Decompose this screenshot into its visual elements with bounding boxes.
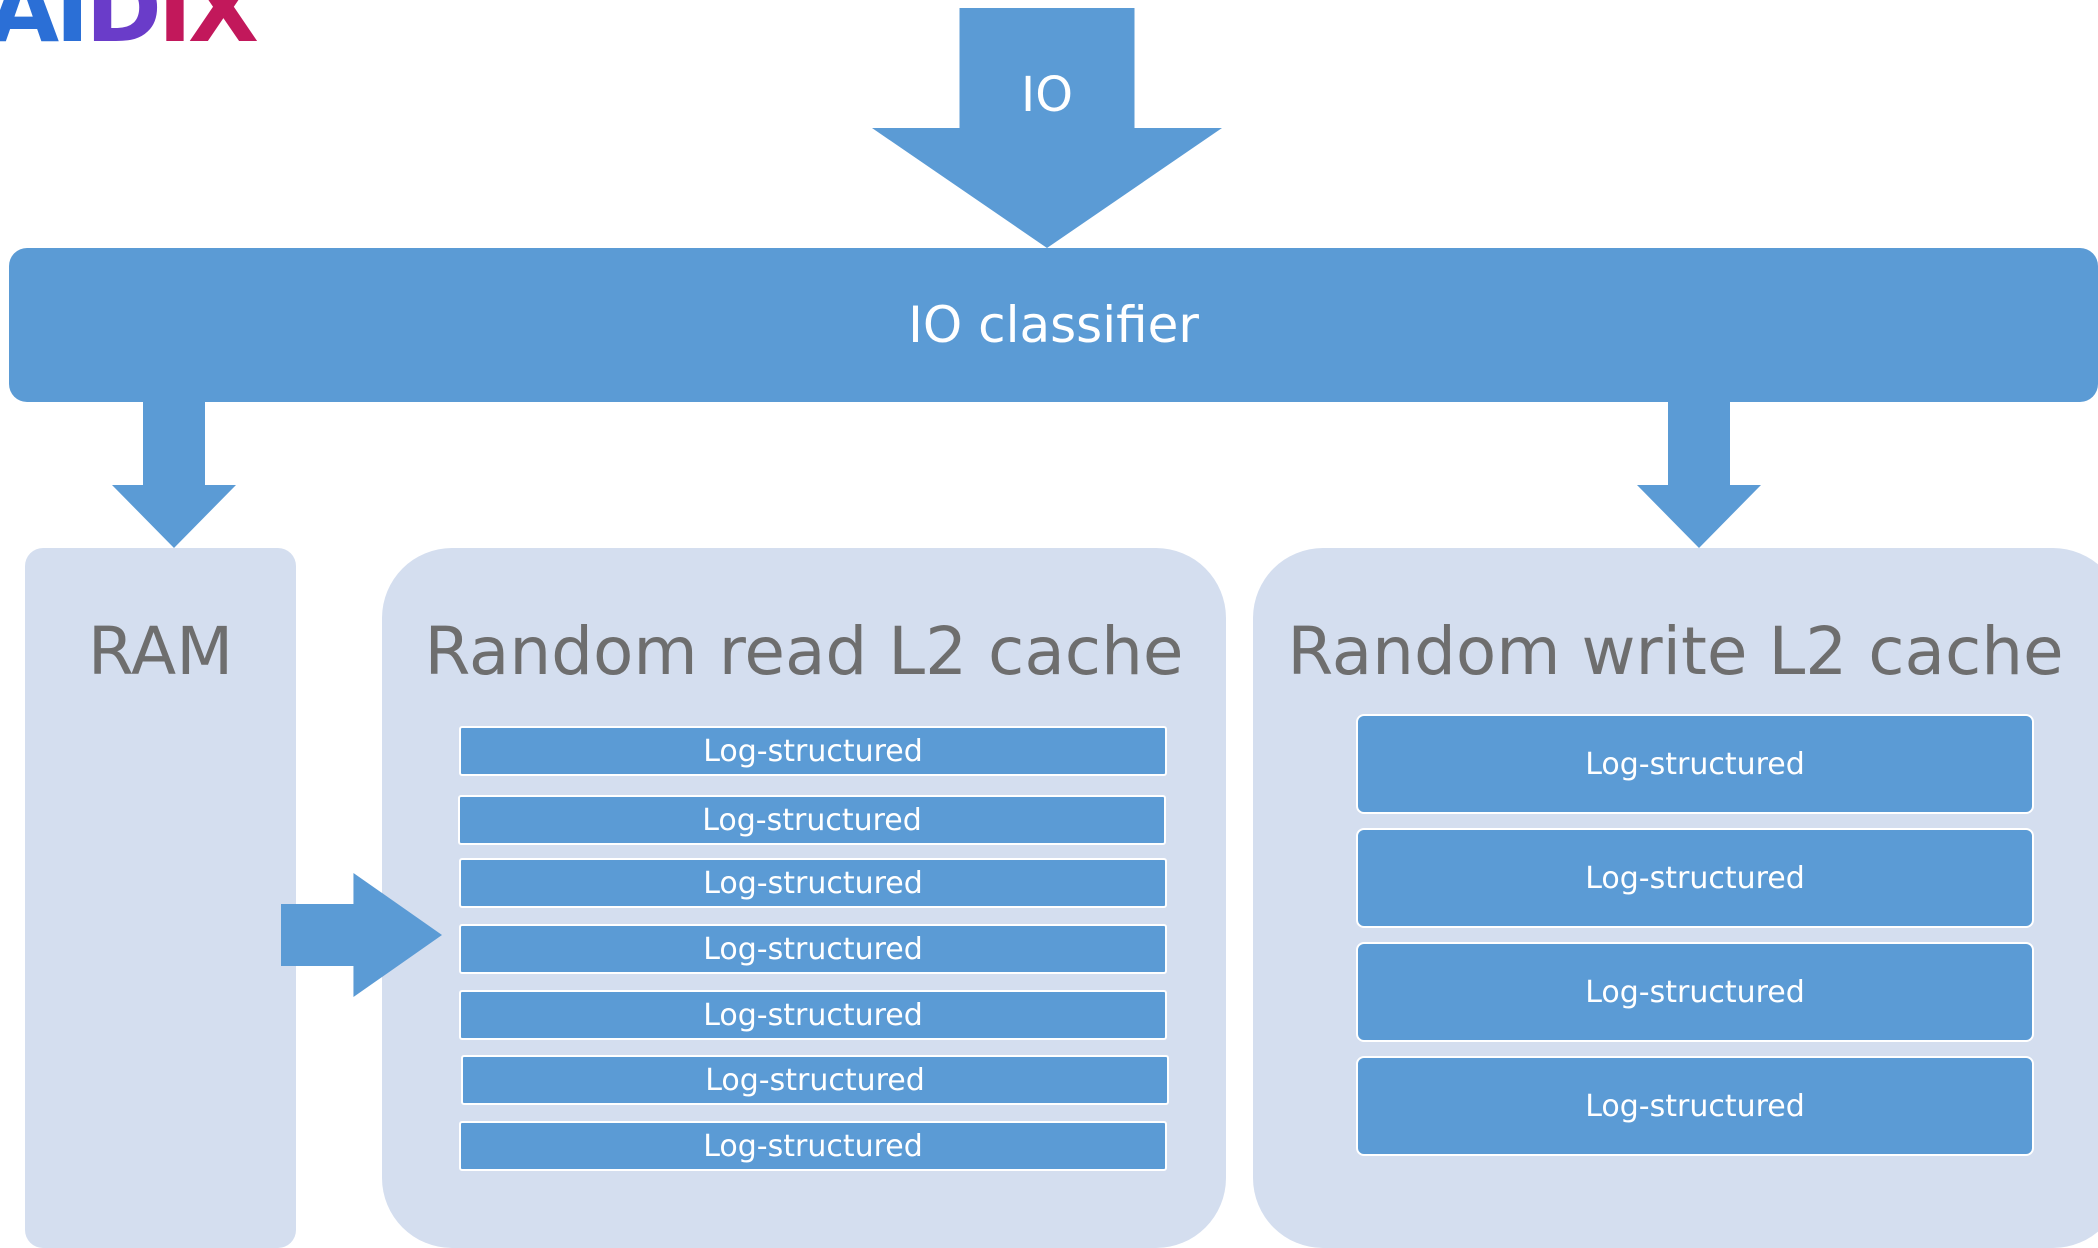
write-log-block: Log-structured: [1356, 828, 2034, 928]
write-log-block: Log-structured: [1356, 942, 2034, 1042]
ram-panel: RAM: [25, 548, 296, 1248]
read-log-block: Log-structured: [461, 1055, 1169, 1105]
write-cache-title: Random write L2 cache: [1287, 613, 2064, 690]
write-log-block: Log-structured: [1356, 714, 2034, 814]
read-log-block: Log-structured: [459, 924, 1167, 974]
read-cache-title: Random read L2 cache: [424, 613, 1184, 690]
read-log-block: Log-structured: [459, 990, 1167, 1040]
read-log-block: Log-structured: [458, 795, 1166, 845]
io-arrow-label: IO: [1021, 67, 1073, 123]
write-cache-down-arrow: [1637, 398, 1761, 548]
read-log-block: Log-structured: [459, 726, 1167, 776]
write-log-block: Log-structured: [1356, 1056, 2034, 1156]
io-classifier-bar: IO classifier: [9, 248, 2098, 402]
io-down-arrow: [872, 8, 1222, 248]
ram-down-arrow: [112, 398, 236, 548]
ram-title: RAM: [87, 613, 234, 690]
io-classifier-label: IO classifier: [908, 296, 1199, 354]
read-log-block: Log-structured: [459, 1121, 1167, 1171]
company-logo: AIDIX: [0, 0, 259, 63]
read-log-block: Log-structured: [459, 858, 1167, 908]
